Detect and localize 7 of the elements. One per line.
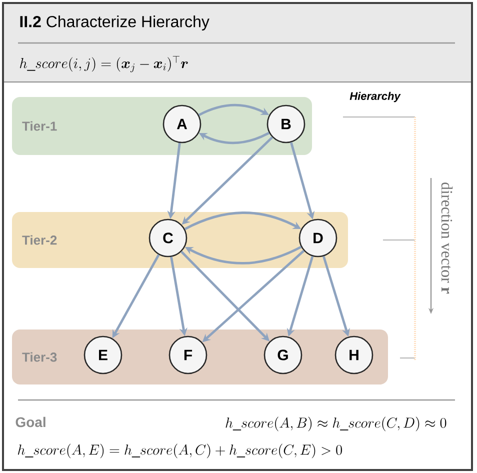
formula: $h\_score(A,B)\approx h\_score(C,D)\approx 0$: [226, 416, 446, 432]
title: II.2 Characterize Hierarchy: [20, 16, 210, 30]
axis-label: direction vector r: [441, 182, 453, 294]
formula: $h\_score(i,j)=(\boldsymbol{x}_{j}-\boldsymbol{x}_{i})^{\top}\boldsymbol{r}$: [20, 56, 188, 72]
goal-label: Goal: [16, 416, 46, 428]
formula: $h\_score(A,E)=h\_score(A,C)+h\_score(C,E)>0$: [18, 444, 342, 458]
axis-title: Hierarchy: [350, 92, 401, 102]
